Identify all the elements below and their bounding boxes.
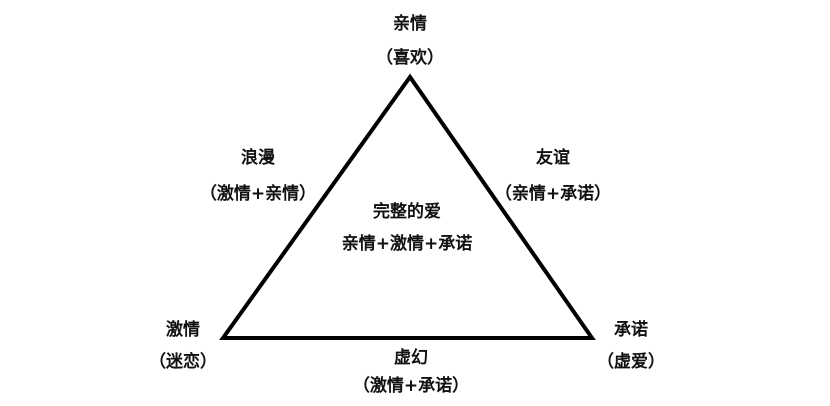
vertex-bottom-right-name: 承诺 [614,320,648,340]
triangle-outline [219,73,596,340]
left-edge-name: 浪漫 [241,148,275,168]
vertex-top-name: 亲情 [393,14,427,34]
right-edge-label: 友谊 （亲情+承诺） [495,146,611,206]
center-name: 完整的爱 [373,202,441,222]
left-edge-sub: （激情+亲情） [199,184,317,204]
vertex-bottom-right-sub: （虚爱） [597,352,665,372]
right-edge-name: 友谊 [536,148,570,168]
bottom-edge-name: 虚幻 [394,348,428,368]
center-label: 完整的爱 亲情+激情+承诺 [342,200,473,256]
bottom-edge-label: 虚幻 （激情+承诺） [353,346,469,398]
vertex-bottom-left-name: 激情 [166,320,200,340]
center-sub: 亲情+激情+承诺 [341,234,473,254]
vertex-top-sub: （喜欢） [376,48,444,68]
vertex-bottom-left-label: 激情 （迷恋） [149,318,217,374]
left-edge-label: 浪漫 （激情+亲情） [200,146,316,206]
bottom-edge-sub: （激情+承诺） [352,376,470,396]
vertex-bottom-right-label: 承诺 （虚爱） [597,318,665,374]
right-edge-sub: （亲情+承诺） [494,184,612,204]
vertex-bottom-left-sub: （迷恋） [149,352,217,372]
vertex-top-label: 亲情 （喜欢） [376,12,444,70]
